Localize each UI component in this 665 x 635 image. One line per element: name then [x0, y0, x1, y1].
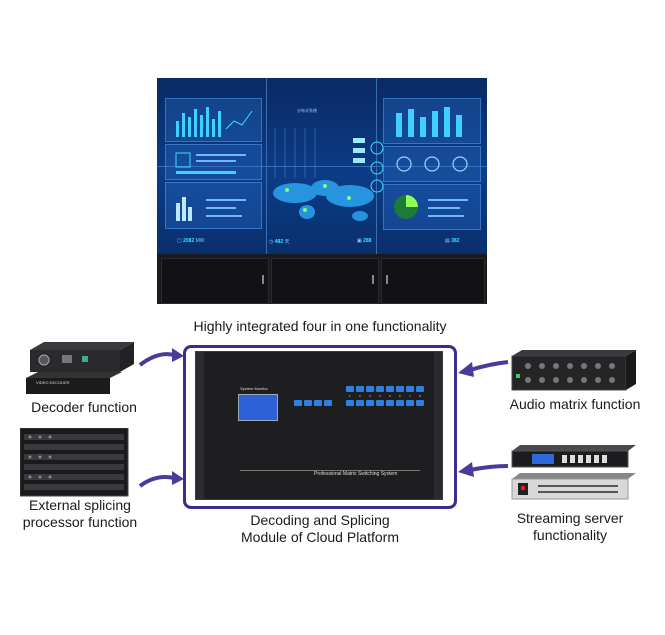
- video-wall-screen: 分布式系统: [157, 78, 487, 254]
- chassis-key: [324, 400, 332, 406]
- chassis-key: [294, 400, 302, 406]
- center-frame: [183, 345, 457, 509]
- chassis-key: [376, 386, 384, 392]
- chassis-key: [366, 386, 374, 392]
- world-map-graphic: [273, 128, 384, 221]
- chassis-key: [386, 386, 394, 392]
- arrow-streaming-to-center: [458, 462, 509, 477]
- video-wall: 分布式系统: [157, 78, 487, 304]
- ticker-item: ▤ 382: [445, 238, 460, 244]
- ticker-item: ▣ 288: [357, 238, 372, 244]
- chassis-key-label: 6: [399, 394, 401, 398]
- chassis-key-label: 5: [389, 394, 391, 398]
- cabinet-handle: [372, 275, 374, 284]
- chassis-key: [314, 400, 322, 406]
- chassis-key: [366, 400, 374, 406]
- rack-ear: [434, 352, 442, 499]
- screen-title: 分布式系统: [297, 108, 317, 113]
- chassis-key: [416, 400, 424, 406]
- wall-seam: [157, 166, 487, 167]
- cabinet-handle: [386, 275, 388, 284]
- cabinet: [381, 258, 485, 304]
- chassis-key: [346, 386, 354, 392]
- dashboard-panel: [165, 144, 262, 180]
- arrow-audio-to-center: [458, 360, 509, 377]
- cabinet-handle: [262, 275, 264, 284]
- dashboard-panel: [165, 98, 262, 142]
- chassis-key-label: 2: [359, 394, 361, 398]
- cabinet: [161, 258, 269, 304]
- chassis-key: [356, 400, 364, 406]
- dashboard-panel: [383, 184, 481, 230]
- audio-matrix-device: [511, 350, 636, 391]
- splicing-processor-device: [20, 428, 129, 497]
- system-name: Professional Matrix Switching System: [314, 471, 398, 477]
- system-monitor-label: System Monitor: [240, 386, 268, 391]
- dashboard-panel: [383, 98, 481, 144]
- top-caption: Highly integrated four in one functional…: [193, 318, 447, 334]
- arrow-splicing-to-center: [138, 471, 184, 488]
- audio-label: Audio matrix function: [509, 396, 641, 412]
- decoder-label: Decoder function: [31, 399, 137, 415]
- splicing-label-line2: processor function: [22, 514, 138, 530]
- chassis-key-label: 8: [419, 394, 421, 398]
- chassis-key: [396, 386, 404, 392]
- decoder-front-text: VIDEO DECODER: [36, 380, 70, 385]
- chassis-key: [396, 400, 404, 406]
- streaming-label-line1: Streaming server: [516, 510, 624, 526]
- splicing-label-line1: External splicing: [29, 497, 131, 513]
- chassis-key-label: 7: [409, 394, 411, 398]
- arrow-decoder-to-center: [138, 348, 184, 367]
- streaming-server-device: [511, 445, 636, 500]
- chassis-key: [406, 386, 414, 392]
- decoder-device: [26, 342, 134, 394]
- streaming-label-line2: functionality: [533, 527, 607, 543]
- chassis-key-label: 4: [379, 394, 381, 398]
- chassis-key: [356, 386, 364, 392]
- ticker-item: ▢ 2082 MW: [177, 238, 205, 244]
- cabinet: [271, 258, 379, 304]
- lcd-display: [238, 394, 278, 421]
- chassis-key: [304, 400, 312, 406]
- front-divider: [240, 470, 420, 471]
- pie-graphic: [394, 195, 468, 219]
- rack-ear: [196, 352, 204, 499]
- center-label-line1: Decoding and Splicing: [250, 512, 390, 528]
- chassis-key: [386, 400, 394, 406]
- chassis-key-label: 1: [349, 394, 351, 398]
- bar-graphic: [176, 107, 253, 137]
- icon-graphic: [396, 156, 468, 172]
- chassis-key: [406, 400, 414, 406]
- chassis-key: [416, 386, 424, 392]
- ticker-item: ◷ 482 天: [269, 239, 290, 245]
- center-label-line2: Module of Cloud Platform: [241, 529, 399, 545]
- chassis-key-label: 3: [369, 394, 371, 398]
- chassis-key: [346, 400, 354, 406]
- trend-graphic: [175, 152, 246, 174]
- dashboard-panel: [383, 146, 481, 182]
- chassis-key: [376, 400, 384, 406]
- building-graphic: [176, 197, 246, 221]
- dashboard-panel: [165, 182, 262, 229]
- bar-graphic: [396, 107, 462, 137]
- matrix-chassis: System Monitor 1 2 3 4 5 6 7 8 Professional Mat…: [195, 351, 443, 500]
